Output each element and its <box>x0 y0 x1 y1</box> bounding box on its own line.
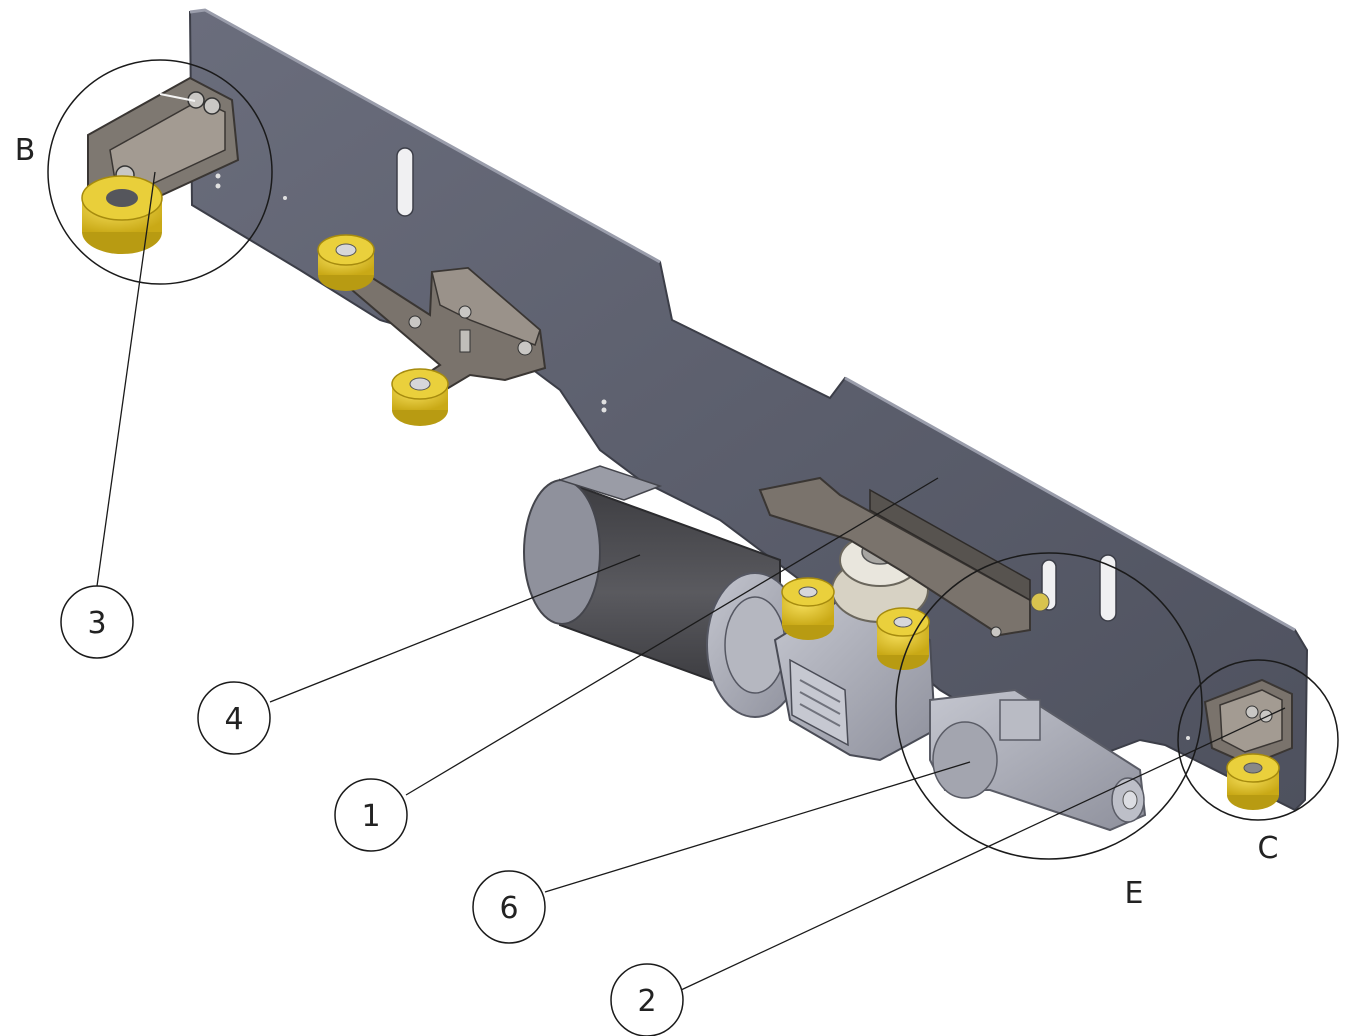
leader-line-1 <box>405 477 939 796</box>
bracket-b <box>87 76 240 202</box>
roller <box>391 368 449 426</box>
callout-label: 6 <box>499 891 518 926</box>
plate-slot <box>1099 554 1117 622</box>
bracket-c <box>1203 678 1293 767</box>
detail-label-b: B <box>15 133 36 168</box>
sliding-bracket <box>758 476 1050 638</box>
callout-6: 6 <box>472 870 546 944</box>
detail-label-c: C <box>1258 831 1279 866</box>
roller <box>781 577 835 640</box>
callout-label: 3 <box>87 606 106 641</box>
roller <box>81 175 163 254</box>
roller <box>317 234 375 291</box>
lock-actuator <box>929 688 1147 832</box>
leader-line-4 <box>269 554 641 703</box>
leader-lines <box>96 171 1286 991</box>
callout-3: 3 <box>60 585 134 659</box>
electric-motor <box>523 465 804 718</box>
leader-line-6 <box>544 761 971 893</box>
callout-label: 2 <box>637 984 656 1019</box>
detail-circle-e <box>895 552 1203 860</box>
leader-line-3 <box>96 171 156 587</box>
callout-1: 1 <box>334 778 408 852</box>
leader-line-2 <box>680 707 1286 991</box>
callout-4: 4 <box>197 681 271 755</box>
detail-circle-c <box>1177 659 1339 821</box>
plate-slot <box>396 147 414 217</box>
detail-circle-b <box>47 59 273 285</box>
callout-2: 2 <box>610 963 684 1036</box>
callout-label: 4 <box>224 702 243 737</box>
detail-label-e: E <box>1125 876 1144 911</box>
callout-label: 1 <box>361 799 380 834</box>
roller <box>1226 753 1280 810</box>
